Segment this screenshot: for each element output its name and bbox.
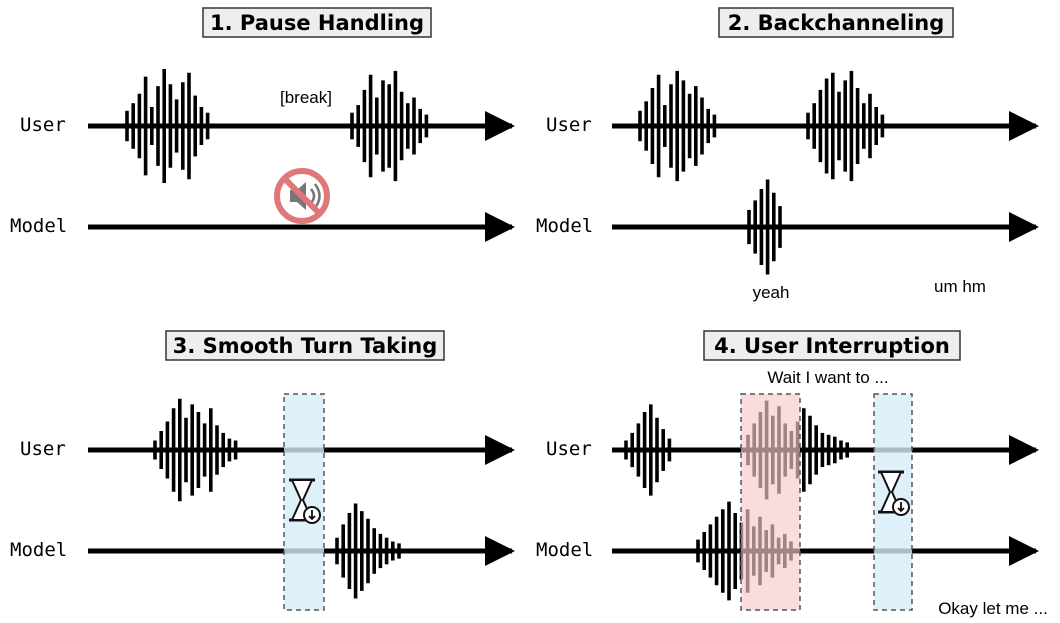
panel-title-box: [703, 330, 961, 361]
response-annotation: Okay let me ...: [938, 599, 1048, 618]
user-track-label: User: [546, 114, 592, 136]
break-annotation: [break]: [280, 88, 332, 107]
model-backchannel-waveform: [747, 179, 782, 275]
model-speech-waveform: [335, 503, 401, 599]
panel-pause-handling: 1. Pause Handling User Model [break]: [10, 7, 515, 242]
panel-backchanneling: 2. Backchanneling User Model yeah um hm: [536, 7, 1039, 302]
user-speech-waveform: [125, 69, 210, 183]
muted-speaker-icon: [274, 168, 330, 224]
overlap-window: [740, 393, 801, 611]
model-track-label: Model: [10, 539, 67, 561]
panel-title: 2. Backchanneling: [728, 11, 945, 35]
backchannel-annotation: um hm: [934, 277, 986, 296]
user-speech-waveform: [350, 70, 429, 182]
hourglass-icon: [878, 470, 910, 516]
user-track-label: User: [546, 438, 592, 460]
panel-user-interruption: 4. User Interruption User Model Wait I w…: [536, 330, 1048, 618]
panel-title-box: [718, 7, 954, 38]
panel-smooth-turn-taking: 3. Smooth Turn Taking User Model: [10, 330, 515, 611]
user-speech-waveform: [624, 404, 672, 496]
user-speech-waveform: [638, 70, 717, 182]
panel-title: 4. User Interruption: [714, 334, 950, 358]
panel-title: 1. Pause Handling: [210, 11, 424, 35]
user-track-label: User: [20, 438, 66, 460]
user-track-label: User: [20, 114, 66, 136]
panel-title-box: [165, 330, 445, 361]
hourglass-icon: [289, 478, 321, 524]
interruption-annotation: Wait I want to ...: [767, 368, 888, 387]
panel-title-box: [202, 7, 432, 38]
user-speech-waveform: [806, 70, 885, 182]
backchannel-annotation: yeah: [753, 283, 790, 302]
panel-title: 3. Smooth Turn Taking: [173, 334, 438, 358]
model-track-label: Model: [536, 539, 593, 561]
model-track-label: Model: [536, 215, 593, 237]
user-speech-waveform: [153, 398, 238, 502]
model-track-label: Model: [10, 215, 67, 237]
